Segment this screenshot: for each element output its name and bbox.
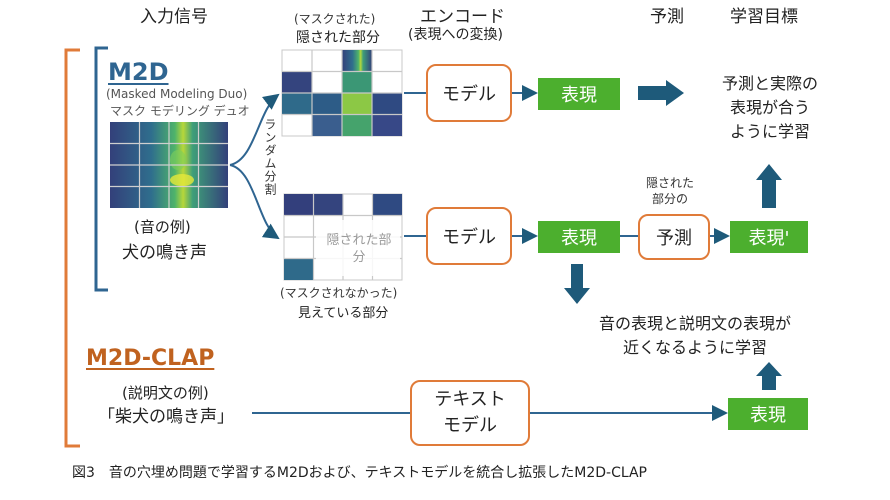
header-target: 学習目標 xyxy=(730,7,798,27)
text-model-label-2: モデル xyxy=(443,415,497,436)
model-box-bottom: モデル xyxy=(426,207,512,265)
m2d-bracket xyxy=(94,46,108,292)
m2d-subtitle-ja: マスク モデリング デュオ xyxy=(110,104,250,118)
block-arrow-right xyxy=(638,80,684,106)
figure-caption: 図3 音の穴埋め問題で学習するM2Dおよび、テキストモデルを統合し拡張したM2D… xyxy=(72,465,647,481)
goal-clap: 音の表現と説明文の表現が 近くなるように学習 xyxy=(560,312,830,360)
predict-box: 予測 xyxy=(638,214,710,260)
clap-bracket xyxy=(64,48,80,448)
split-arrow-top xyxy=(229,93,280,166)
header-predict: 予測 xyxy=(650,7,684,27)
goal-match-line-1: 予測と実際の xyxy=(721,74,818,93)
source-spectrogram xyxy=(110,122,228,208)
hidden-pred-note-2: 部分の xyxy=(652,192,689,206)
unmasked-note: (マスクされなかった) xyxy=(280,286,398,300)
header-hidden-part: 隠された部分 xyxy=(296,30,380,46)
text-model-box: テキスト モデル xyxy=(410,380,530,446)
header-masked-note: (マスクされた) xyxy=(294,12,376,26)
block-arrow-up-bottom xyxy=(756,362,782,390)
m2d-subtitle-en: (Masked Modeling Duo) xyxy=(106,87,248,101)
random-split-label: ランダム分割 xyxy=(263,118,277,196)
sound-example-label: (音の例) xyxy=(134,218,191,236)
goal-clap-line-2: 近くなるように学習 xyxy=(622,338,767,357)
header-input: 入力信号 xyxy=(140,7,208,27)
visible-part: 見えている部分 xyxy=(298,306,389,321)
goal-match: 予測と実際の 表現が合う ように学習 xyxy=(700,72,840,144)
header-encode-sub: (表現への変換) xyxy=(408,27,503,43)
split-arrow-bottom xyxy=(229,164,280,240)
text-model-label-1: テキスト xyxy=(434,389,506,410)
hidden-overlay-label: 隠された部分 xyxy=(326,233,392,265)
rep-box-bottom: 表現 xyxy=(538,221,620,253)
text-example-label: (説明文の例) xyxy=(122,384,209,402)
clap-title: M2D-CLAP xyxy=(86,346,215,371)
header-encode: エンコード xyxy=(420,7,505,27)
goal-match-line-3: ように学習 xyxy=(729,122,810,141)
text-example: 「柴犬の鳴き声」 xyxy=(98,407,234,427)
rep-box-top: 表現 xyxy=(538,78,620,110)
m2d-title: M2D xyxy=(108,58,169,86)
sound-example: 犬の鳴き声 xyxy=(122,243,207,263)
block-arrow-down xyxy=(564,264,590,304)
model-box-top: モデル xyxy=(426,64,512,122)
goal-match-line-2: 表現が合う xyxy=(729,98,810,117)
rep-text-box: 表現 xyxy=(728,398,808,430)
goal-clap-line-1: 音の表現と説明文の表現が xyxy=(598,314,791,333)
masked-spectrogram-top xyxy=(281,49,403,137)
rep-prime-box: 表現' xyxy=(730,221,808,253)
visible-spectrogram-bottom xyxy=(283,193,403,281)
hidden-pred-note-1: 隠された xyxy=(646,176,695,190)
block-arrow-up-top xyxy=(756,164,782,208)
